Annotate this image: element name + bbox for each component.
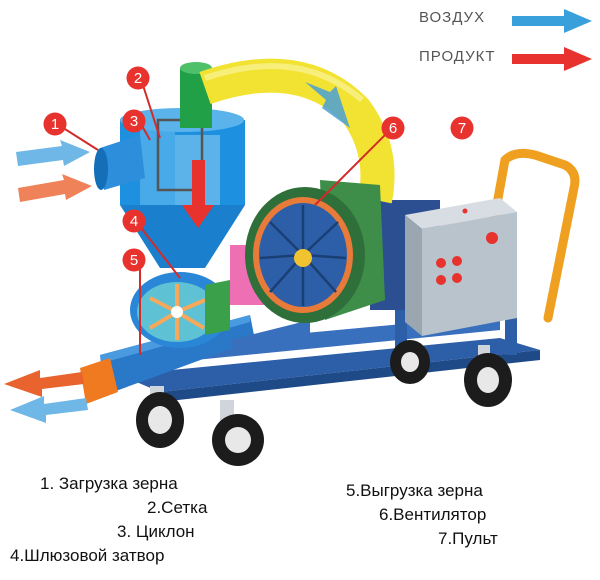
svg-text:5: 5 [130, 252, 138, 269]
marker-3: 3 [122, 109, 146, 133]
output-product-arrow [4, 370, 84, 397]
svg-text:1: 1 [51, 116, 59, 133]
airlock-valve [130, 272, 230, 348]
legend-air-label: ВОЗДУХ [419, 9, 486, 26]
marker-7: 7 [450, 116, 474, 140]
svg-text:7: 7 [458, 120, 466, 137]
cyclone [120, 108, 245, 268]
caption-mesh: 2.Сетка [147, 498, 208, 517]
marker-6: 6 [381, 116, 405, 140]
fan [245, 180, 385, 323]
inlet-pipe [94, 135, 145, 190]
control-button-1 [436, 258, 446, 268]
control-button-2 [452, 256, 462, 266]
caption-fan: 6.Вентилятор [379, 505, 487, 524]
control-box [405, 198, 517, 336]
caption-cyclone: 3. Циклон [117, 522, 195, 541]
wheel-front-right [212, 400, 264, 466]
input-air-arrow [16, 140, 90, 166]
vacuum-conveyor-illustration: 1 2 3 4 5 6 7 [4, 58, 580, 466]
caption-grain-discharge: 5.Выгрузка зерна [346, 481, 483, 500]
svg-text:3: 3 [130, 113, 138, 130]
wheel-back-left [390, 340, 430, 384]
marker-1: 1 [43, 112, 67, 136]
caption-grain-loading: 1. Загрузка зерна [40, 474, 178, 493]
svg-text:2: 2 [134, 70, 142, 87]
output-air-arrow [10, 396, 88, 423]
control-button-3 [436, 275, 446, 285]
input-product-arrow [18, 174, 92, 202]
control-button-top [486, 232, 498, 244]
wheel-back-right [464, 345, 512, 407]
product-flow-arrow [182, 160, 214, 228]
caption-control-panel: 7.Пульт [438, 529, 498, 548]
duct-flow-arrow [305, 82, 350, 128]
legend-product-label: ПРОДУКТ [419, 48, 496, 65]
legend-air-arrow [512, 9, 592, 33]
marker-4: 4 [122, 209, 146, 233]
wheel-front-left [136, 386, 184, 448]
control-button-4 [452, 273, 462, 283]
legend-product-arrow [512, 47, 592, 71]
marker-5: 5 [122, 248, 146, 272]
svg-text:4: 4 [130, 213, 138, 230]
push-handle [490, 148, 580, 323]
svg-text:6: 6 [389, 120, 397, 137]
air-duct [199, 58, 395, 204]
marker-2: 2 [126, 66, 150, 90]
caption-airlock: 4.Шлюзовой затвор [10, 546, 165, 565]
